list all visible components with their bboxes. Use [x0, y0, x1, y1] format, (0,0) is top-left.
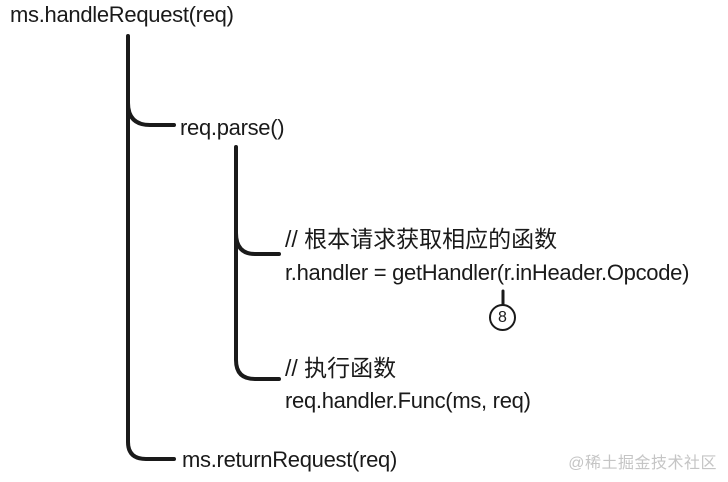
get-handler-code: r.handler = getHandler(r.inHeader.Opcode… — [285, 260, 690, 285]
return-call-label: ms.returnRequest(req) — [182, 447, 398, 472]
exec-code: req.handler.Func(ms, req) — [285, 388, 531, 413]
root-call-label: ms.handleRequest(req) — [10, 2, 234, 27]
parse-call-label: req.parse() — [180, 115, 285, 140]
watermark-text: @稀土掘金技术社区 — [568, 455, 717, 472]
exec-comment: // 执行函数 — [285, 355, 397, 381]
get-handler-comment: // 根本请求获取相应的函数 — [285, 226, 558, 252]
get-handler-branch-line — [234, 231, 281, 256]
sub-trunk-line — [234, 145, 281, 381]
step-number-label: 8 — [498, 308, 507, 326]
main-trunk-line — [126, 34, 176, 461]
parse-branch-line — [126, 101, 176, 127]
step-number-badge: 8 — [489, 304, 516, 331]
